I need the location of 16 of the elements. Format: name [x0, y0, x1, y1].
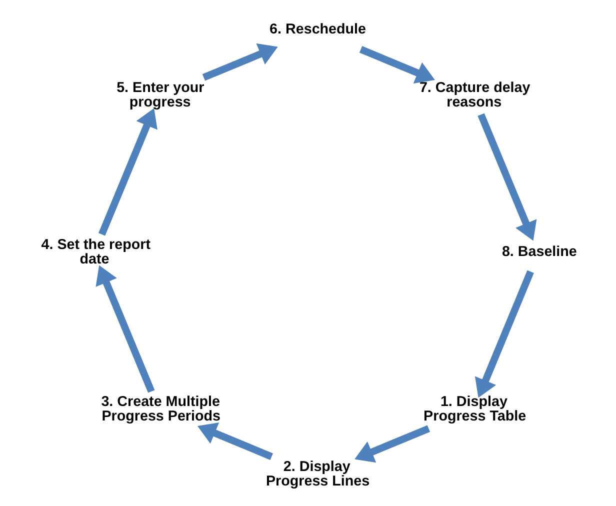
arrow — [96, 265, 155, 393]
node-text: 1. Display Progress Table — [424, 394, 526, 425]
arrow — [354, 425, 430, 463]
node-text: 4. Set the report date — [41, 237, 150, 268]
arrow — [359, 46, 435, 84]
node-text: 2. Display Progress Lines — [266, 459, 370, 490]
node-text: 7. Capture delay reasons — [419, 80, 530, 110]
arrow — [197, 422, 273, 460]
arrow — [202, 43, 278, 81]
arrow — [98, 108, 158, 236]
node-text: 8. Baseline — [502, 244, 577, 260]
node-text: 5. Enter your progress — [116, 80, 204, 110]
arrow — [478, 113, 537, 241]
node-text: 6. Reschedule — [270, 22, 366, 38]
node-text: 3. Create Multiple Progress Periods — [101, 394, 221, 425]
arrow — [474, 270, 534, 398]
